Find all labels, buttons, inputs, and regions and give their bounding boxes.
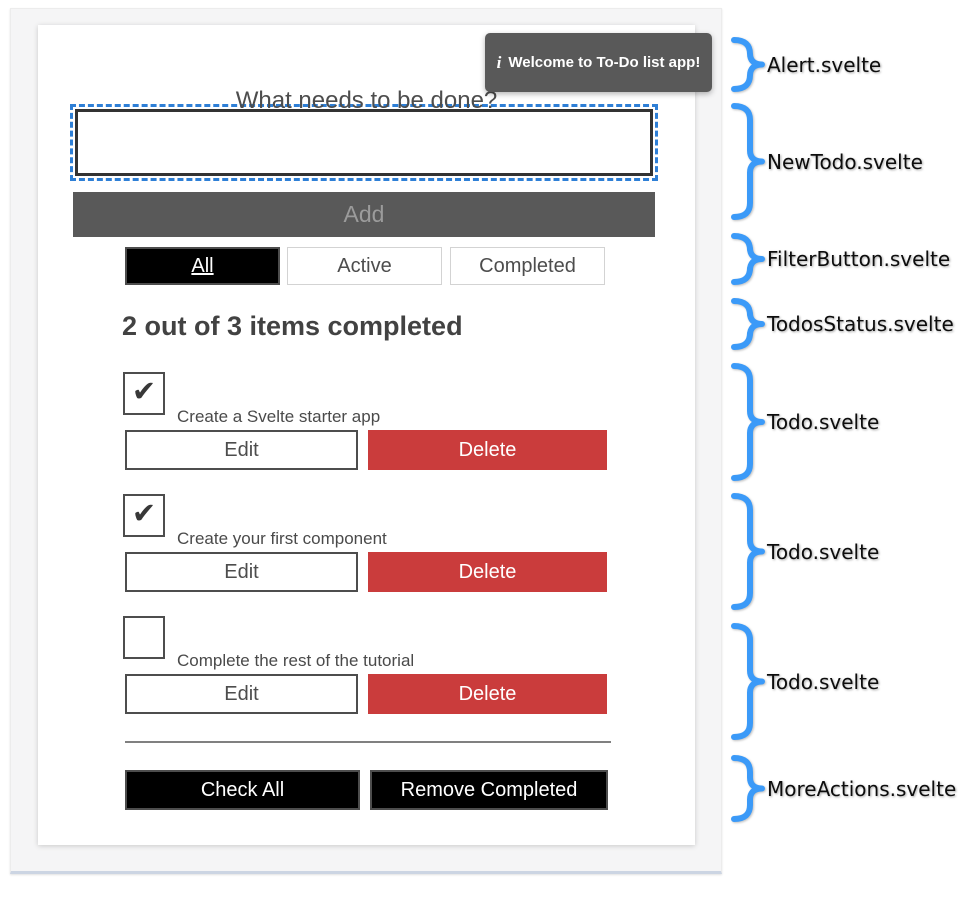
- checkmark-icon: ✔: [131, 496, 157, 530]
- annotation-label: TodosStatus.svelte: [767, 312, 954, 336]
- annotation-todo-3: Todo.svelte: [731, 623, 879, 740]
- todo-checkbox[interactable]: ✔: [123, 616, 165, 659]
- delete-button[interactable]: Delete: [368, 430, 607, 470]
- edit-button[interactable]: Edit: [125, 430, 358, 470]
- filter-button-all[interactable]: All: [125, 247, 280, 285]
- alert-toast[interactable]: i Welcome to To-Do list app!: [485, 33, 712, 92]
- annotation-label: Todo.svelte: [767, 410, 880, 434]
- curly-brace-icon: [731, 623, 765, 740]
- annotation-todo-1: Todo.svelte: [731, 363, 879, 481]
- divider: [125, 741, 611, 743]
- check-all-button[interactable]: Check All: [125, 770, 360, 810]
- todos-status-heading: 2 out of 3 items completed: [122, 311, 463, 341]
- filter-button-active[interactable]: Active: [287, 247, 442, 285]
- todo-label: Create your first component: [177, 529, 387, 548]
- todo-app-card: What needs to be done? Add All Active Co…: [38, 25, 695, 845]
- add-button[interactable]: Add: [73, 192, 655, 237]
- delete-button[interactable]: Delete: [368, 674, 607, 714]
- alert-text: Welcome to To-Do list app!: [508, 54, 701, 71]
- filter-button-completed[interactable]: Completed: [450, 247, 605, 285]
- curly-brace-icon: [731, 755, 765, 822]
- todo-checkbox[interactable]: ✔: [123, 494, 165, 537]
- annotation-label: Todo.svelte: [767, 669, 880, 694]
- annotation-label: Todo.svelte: [767, 539, 880, 564]
- todo-label: Complete the rest of the tutorial: [177, 651, 415, 670]
- annotation-todo-2: Todo.svelte: [731, 493, 879, 610]
- annotation-alert: Alert.svelte: [731, 37, 881, 92]
- new-todo-focus-ring: [70, 104, 658, 181]
- curly-brace-icon: [731, 103, 765, 220]
- page-title: What needs to be done?: [235, 87, 498, 114]
- annotation-label: MoreActions.svelte: [767, 776, 957, 801]
- annotation-filterbutton: FilterButton.svelte: [731, 233, 950, 285]
- annotation-moreactions: MoreActions.svelte: [731, 755, 956, 822]
- annotation-todosstatus: TodosStatus.svelte: [731, 298, 954, 350]
- checkmark-icon: ✔: [131, 374, 157, 408]
- curly-brace-icon: [731, 298, 765, 350]
- curly-brace-icon: [731, 363, 765, 481]
- delete-button[interactable]: Delete: [368, 552, 607, 592]
- todo-checkbox[interactable]: ✔: [123, 372, 165, 415]
- edit-button[interactable]: Edit: [125, 552, 358, 592]
- curly-brace-icon: [731, 493, 765, 610]
- annotation-label: Alert.svelte: [767, 52, 882, 77]
- edit-button[interactable]: Edit: [125, 674, 358, 714]
- info-icon: i: [496, 52, 502, 72]
- curly-brace-icon: [731, 37, 765, 92]
- todo-label: Create a Svelte starter app: [177, 407, 381, 426]
- new-todo-input[interactable]: [75, 109, 653, 176]
- annotation-newtodo: NewTodo.svelte: [731, 103, 923, 220]
- annotation-label: NewTodo.svelte: [767, 149, 923, 174]
- annotation-label: FilterButton.svelte: [767, 247, 951, 271]
- remove-completed-button[interactable]: Remove Completed: [370, 770, 608, 810]
- curly-brace-icon: [731, 233, 765, 285]
